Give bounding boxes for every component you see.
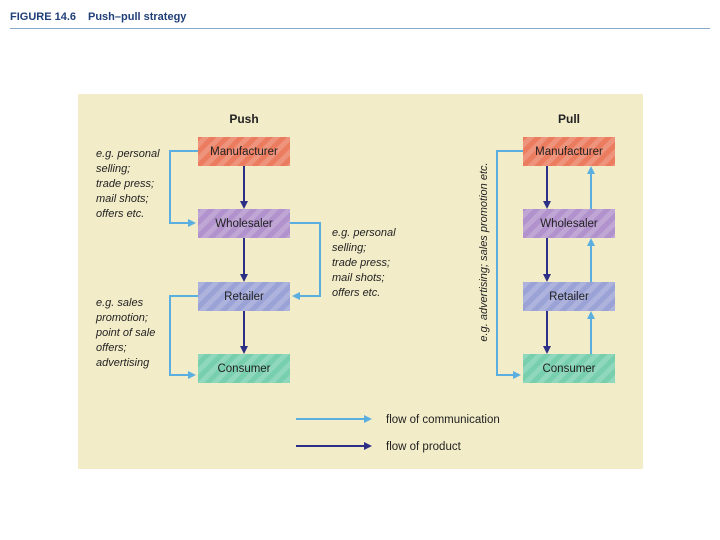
push-consumer-label: Consumer [217,363,270,375]
pull-wholesaler-box: Wholesaler [523,209,615,238]
push-note-left-bottom: e.g. sales promotion; point of sale offe… [95,297,155,369]
push-manufacturer-box: Manufacturer [198,137,290,166]
legend-product-label: flow of product [386,441,462,453]
push-comm-arrow-wholesaler-retailer [290,222,321,300]
legend: flow of communication flow of product [296,414,500,453]
note-line: e.g. personal [96,148,160,160]
push-manufacturer-label: Manufacturer [210,146,278,158]
note-line: mail shots; [332,272,385,284]
note-line: promotion; [95,312,148,324]
push-wholesaler-label: Wholesaler [215,218,273,230]
pull-retailer-label: Retailer [549,291,589,303]
note-line: offers etc. [332,287,380,299]
push-comm-arrow-manufacturer-wholesaler [169,150,198,227]
pull-manufacturer-box: Manufacturer [523,137,615,166]
note-line: trade press; [332,257,390,269]
pull-vertical-note: e.g. advertising; sales promotion etc. [478,162,490,341]
pull-manufacturer-label: Manufacturer [535,146,603,158]
note-line: advertising [96,357,150,369]
push-note-right: e.g. personal selling; trade press; mail… [332,227,396,299]
pull-comm-arrow-manufacturer-consumer [496,150,523,379]
push-wholesaler-box: Wholesaler [198,209,290,238]
push-comm-arrow-retailer-consumer [169,295,198,379]
push-note-left-top: e.g. personal selling; trade press; mail… [96,148,160,220]
note-line: selling; [332,242,366,254]
push-retailer-box: Retailer [198,282,290,311]
pull-heading: Pull [558,112,580,126]
note-line: trade press; [96,178,154,190]
pull-consumer-label: Consumer [542,363,595,375]
note-line: selling; [96,163,130,175]
push-consumer-box: Consumer [198,354,290,383]
note-line: e.g. personal [332,227,396,239]
note-line: mail shots; [96,193,149,205]
figure-label: FIGURE 14.6 [10,11,77,23]
push-retailer-label: Retailer [224,291,264,303]
note-line: e.g. sales [96,297,144,309]
push-heading: Push [229,112,258,126]
pull-consumer-box: Consumer [523,354,615,383]
figure-title: Push–pull strategy [88,11,187,23]
figure-header: FIGURE 14.6 Push–pull strategy [10,8,710,29]
pull-retailer-box: Retailer [523,282,615,311]
note-line: offers; [96,342,127,354]
pull-wholesaler-label: Wholesaler [540,218,598,230]
legend-communication-label: flow of communication [386,414,500,426]
note-line: point of sale [95,327,155,339]
note-line: offers etc. [96,208,144,220]
